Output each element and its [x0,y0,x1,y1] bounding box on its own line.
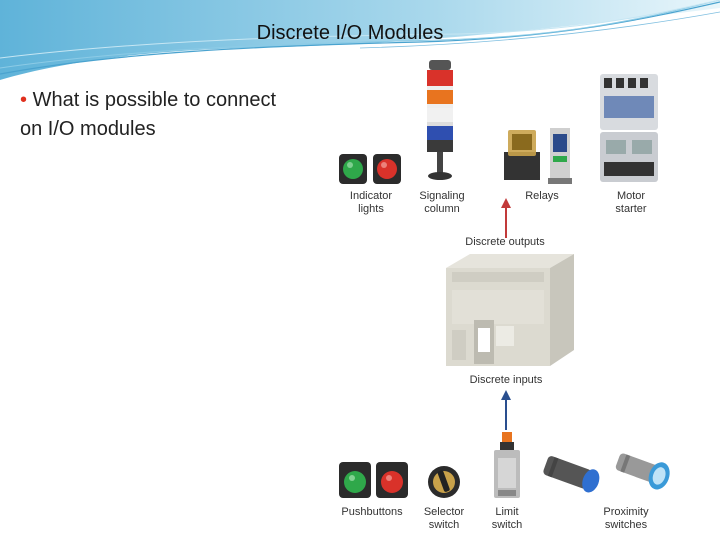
indicator-lights-image [339,154,401,184]
label-limit-switch: Limit switch [491,506,523,531]
bullet-line-2: on I/O modules [20,118,156,140]
label-discrete-outputs: Discrete outputs [465,236,545,248]
label-discrete-inputs: Discrete inputs [469,374,543,386]
bullet-point: • What is possible to connect on I/O mod… [20,86,340,144]
label-signaling-column: Signaling column [419,190,465,215]
motor-starter-image [600,74,658,182]
relays-image [504,128,572,184]
limit-switch-image [494,432,520,498]
slide-title: Discrete I/O Modules [256,22,444,44]
header-swoosh [0,0,720,80]
signaling-column-image [427,60,453,180]
label-pushbuttons: Pushbuttons [341,506,403,518]
arrow-from-inputs [501,390,511,430]
selector-switch-image [428,466,460,498]
label-motor-starter: Motor starter [615,190,647,215]
bullet-marker: • [20,89,28,111]
bullet-line-1: What is possible to connect [32,89,277,111]
label-indicator-lights: Indicator lights [349,190,393,215]
proximity-switches-image [543,453,670,493]
label-selector-switch: Selector switch [423,506,465,531]
label-proximity-switches: Proximity switches [603,506,649,531]
pushbuttons-image [339,462,408,498]
label-relays: Relays [525,190,559,202]
plc-image [446,254,574,366]
arrow-to-outputs [501,198,511,238]
